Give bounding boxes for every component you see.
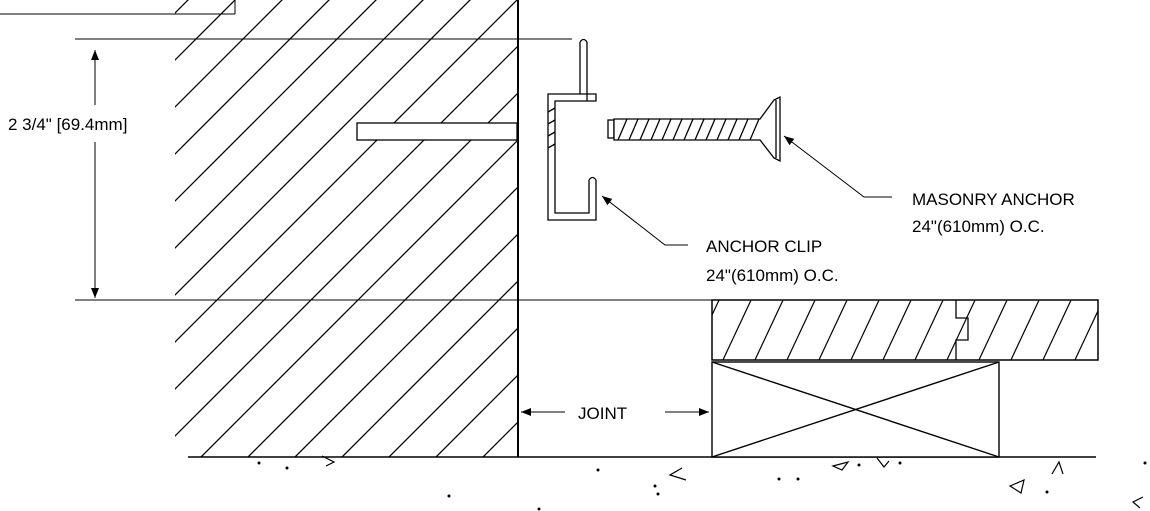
wall-hatch-line	[341, 280, 518, 457]
wall-hatch-line	[175, 0, 283, 108]
wall-hatch-line	[247, 186, 518, 457]
panel-hatch-line	[786, 300, 816, 360]
wall-hatch-line	[175, 0, 189, 14]
screw-thread-line	[650, 118, 661, 141]
wall-hatch-line	[0, 0, 60, 511]
wall-hatch-line	[175, 0, 471, 296]
anchor-clip	[547, 38, 597, 221]
screw-thread-line	[672, 118, 683, 141]
wall-hatch-line	[175, 45, 518, 390]
frame-corner	[0, 0, 236, 15]
screw-thread-line	[639, 118, 650, 141]
wall-hatch-line	[294, 233, 518, 457]
screw-thread-line	[694, 118, 705, 141]
panel-hatch-line	[914, 300, 944, 360]
screw-thread-line	[716, 118, 727, 141]
screw-thread-line	[628, 118, 639, 141]
masonry-anchor-line2: 24"(610mm) O.C.	[912, 217, 1045, 236]
screw-thread-line	[705, 118, 716, 141]
screw-thread-line	[617, 118, 628, 141]
wall-hatch-line	[175, 0, 236, 61]
panel-tongue-groove	[955, 300, 969, 360]
screw-thread-line	[661, 118, 672, 141]
panel-hatch-line	[850, 300, 880, 360]
wall-hatch-line	[388, 327, 518, 457]
wall-hatch-line	[0, 0, 201, 511]
screw-thread-line	[738, 118, 749, 141]
embedded-rod	[356, 122, 518, 141]
panel-hatch-line	[882, 300, 912, 360]
panel-hatch-line	[1074, 309, 1098, 360]
screw-thread-line	[749, 118, 760, 141]
panel-hatch-line	[1042, 300, 1072, 360]
masonry-anchor-line1: MASONRY ANCHOR	[912, 190, 1075, 209]
panel-hatch-line	[818, 300, 848, 360]
panel-hatch-line	[1106, 298, 1136, 362]
screw-thread-line	[683, 118, 694, 141]
wall-hatch-line	[482, 421, 518, 457]
wall-hatch-line	[0, 0, 154, 511]
anchor-clip-line1: ANCHOR CLIP	[706, 237, 822, 256]
wall-hatch-line	[175, 0, 424, 249]
leader-anchor-clip	[601, 195, 688, 246]
backer-block	[711, 361, 1000, 458]
wall-hatch-line	[175, 0, 377, 202]
anchor-clip-line2: 24"(610mm) O.C.	[706, 266, 839, 285]
panel-hatch-line	[1010, 300, 1040, 360]
screw-thread-line	[727, 118, 738, 141]
leader-masonry-anchor	[783, 135, 892, 198]
floor-panel	[711, 299, 1099, 361]
wall-hatch-line	[175, 0, 518, 343]
aggregate-marks	[257, 455, 1147, 511]
panel-hatch-line	[722, 300, 752, 360]
panel-hatch-line	[946, 300, 976, 360]
wall-hatch-line	[435, 374, 518, 457]
panel-hatch-line	[978, 300, 1008, 360]
panel-hatch-line	[712, 300, 720, 317]
dimension-label: 2 3/4" [69.4mm]	[8, 115, 127, 134]
wall-hatch-line	[175, 0, 330, 155]
masonry-anchor-screw	[607, 95, 781, 163]
wall-hatch-line	[0, 0, 107, 511]
wall-hatch-line	[200, 139, 518, 457]
panel-hatch-line	[754, 300, 784, 360]
wall-hatch-line	[175, 92, 518, 437]
floor-panel-hatch	[712, 298, 1136, 362]
joint-label: JOINT	[578, 404, 627, 423]
